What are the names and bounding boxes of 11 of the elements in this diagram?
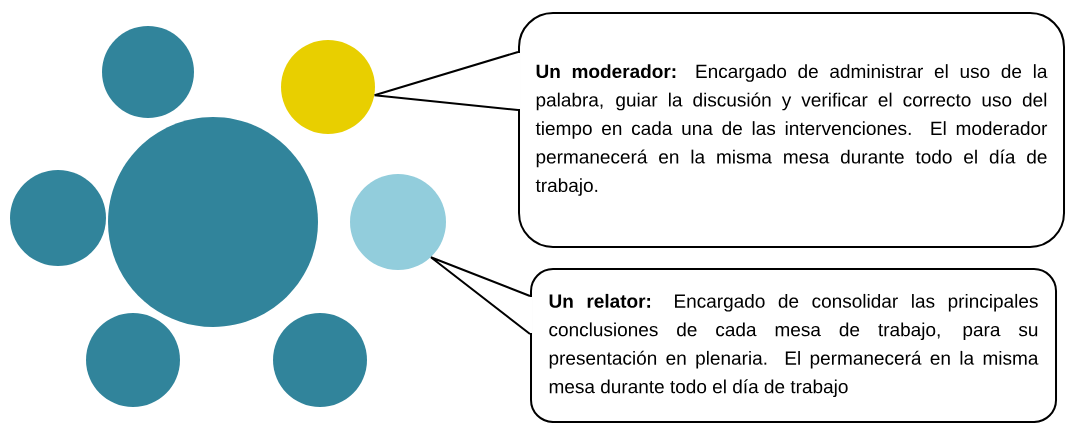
speech-bubble: Un relator: Encargado de consolidar las principales conclusiones de cada mesa de trabajo, para su presentación en plenaria. El permanecerá en la misma mesa durante todo el día de trabajo [528, 268, 1057, 423]
circle [108, 117, 318, 327]
circle [273, 313, 367, 407]
circle [102, 26, 194, 118]
circle [350, 174, 446, 270]
circle [86, 313, 180, 407]
circle [281, 40, 375, 134]
circle [10, 170, 106, 266]
bubble-pointer [429, 256, 531, 335]
bubble-pointer [373, 51, 519, 111]
speech-bubble: Un moderador: Encargado de administrar el uso de la palabra, guiar la discusión y verificar el correcto uso del tiempo en cada una de las intervenciones. El moderador permanecerá en la misma mesa durante todo el día de trabajo. [516, 12, 1065, 248]
